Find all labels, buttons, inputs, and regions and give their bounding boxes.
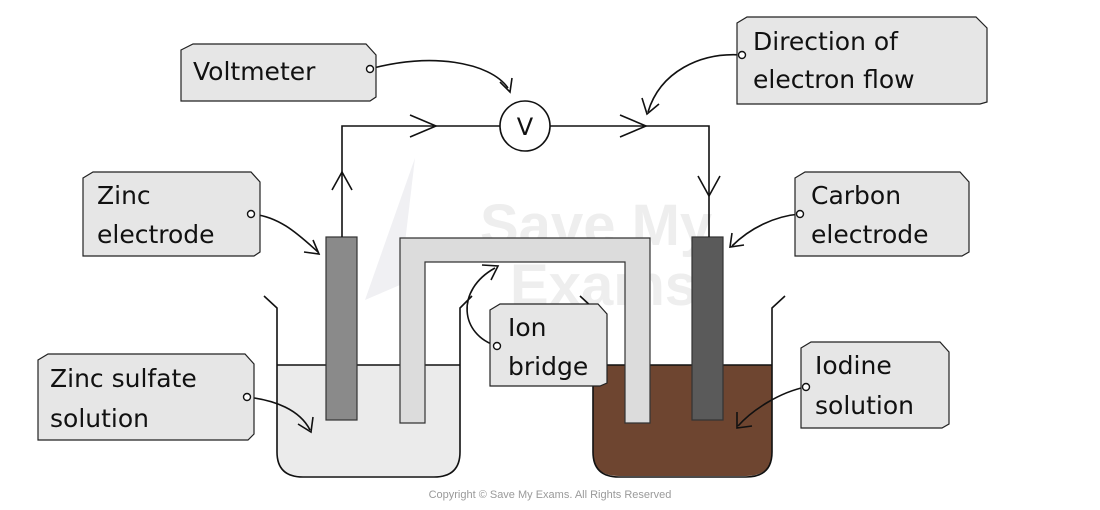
ion-bridge	[399, 237, 651, 424]
wire-arrow-down	[697, 175, 721, 198]
electron-flow-label-line2: electron flow	[753, 65, 915, 94]
voltmeter-circle	[499, 100, 551, 152]
watermark: Save My Exams	[365, 158, 712, 318]
wire-arrow-up	[331, 170, 353, 191]
wire-arrow-right-left	[409, 114, 439, 138]
ion-bridge-label-line1: Ion	[508, 313, 547, 342]
zinc-sulfate-label-box	[37, 353, 255, 441]
voltmeter-leader	[369, 59, 509, 89]
zinc-electrode-label-box	[82, 171, 261, 257]
iodine-solution-label-box	[800, 341, 950, 429]
iodine-solution-label-line1: Iodine	[815, 351, 892, 380]
voltmeter-label-dot	[365, 64, 375, 74]
iodine-leader-arrowhead	[736, 412, 753, 429]
carbon-electrode-label: Carbon electrode	[794, 171, 970, 257]
carbon-electrode-label-line1: Carbon	[811, 181, 901, 210]
right-beaker	[579, 295, 786, 478]
voltmeter-label-text: Voltmeter	[193, 57, 316, 86]
electron-flow-label: Direction of electron flow	[736, 16, 988, 105]
zinc-electrode-label: Zinc electrode	[82, 171, 261, 257]
ion-bridge-leader-arrowhead	[481, 264, 500, 281]
zinc-sulfate-leader	[246, 396, 311, 431]
iodine-solution-label: Iodine solution	[800, 341, 950, 429]
voltmeter-label-box	[180, 43, 377, 102]
carbon-electrode-label-line2: electrode	[811, 220, 929, 249]
ion-bridge-label-line2: bridge	[508, 352, 588, 381]
iodine-solution-label-dot	[801, 382, 811, 392]
ion-bridge-label: Ion bridge	[489, 303, 608, 387]
ion-bridge-leader	[466, 267, 498, 347]
left-beaker	[263, 295, 473, 478]
watermark-logo-icon	[365, 158, 415, 300]
zinc-sulfate-label-dot	[242, 392, 252, 402]
zinc-electrode-label-line1: Zinc	[97, 181, 151, 210]
electron-flow-label-box	[736, 16, 988, 105]
zinc-sulfate-leader-arrowhead	[297, 416, 314, 434]
carbon-electrode-leader	[731, 213, 801, 247]
electron-flow-leader	[647, 53, 743, 113]
zinc-electrode-leader	[250, 213, 319, 253]
iodine-solution-label-line2: solution	[815, 391, 914, 420]
voltmeter-leader-arrowhead	[499, 77, 513, 94]
carbon-electrode	[691, 236, 724, 421]
carbon-electrode-leader-arrowhead	[729, 232, 745, 248]
zinc-electrode-leader-arrowhead	[303, 239, 321, 255]
electron-flow-label-line1: Direction of	[753, 27, 899, 56]
carbon-electrode-label-dot	[795, 209, 805, 219]
circuit-wire	[341, 125, 710, 237]
voltmeter-symbol: V	[517, 113, 534, 141]
zinc-sulfate-label-line1: Zinc sulfate	[50, 364, 197, 393]
ion-bridge-label-box	[489, 303, 608, 387]
copyright-notice: Copyright © Save My Exams. All Rights Re…	[429, 489, 672, 501]
zinc-electrode-label-dot	[246, 209, 256, 219]
electron-flow-label-dot	[737, 50, 747, 60]
carbon-electrode-label-box	[794, 171, 970, 257]
electron-flow-leader-arrowhead	[641, 97, 660, 116]
leader-lines	[246, 53, 807, 434]
voltmeter: V	[499, 100, 551, 152]
ion-bridge-label-dot	[492, 341, 502, 351]
zinc-electrode-label-line2: electrode	[97, 220, 215, 249]
wire-arrow-right-right	[619, 114, 649, 138]
zinc-electrode	[325, 236, 358, 421]
voltmeter-label: Voltmeter	[180, 43, 377, 102]
iodine-leader	[737, 386, 807, 427]
iodine-solution	[593, 365, 772, 476]
zinc-sulfate-label-line2: solution	[50, 404, 149, 433]
zinc-sulfate-label: Zinc sulfate solution	[37, 353, 255, 441]
